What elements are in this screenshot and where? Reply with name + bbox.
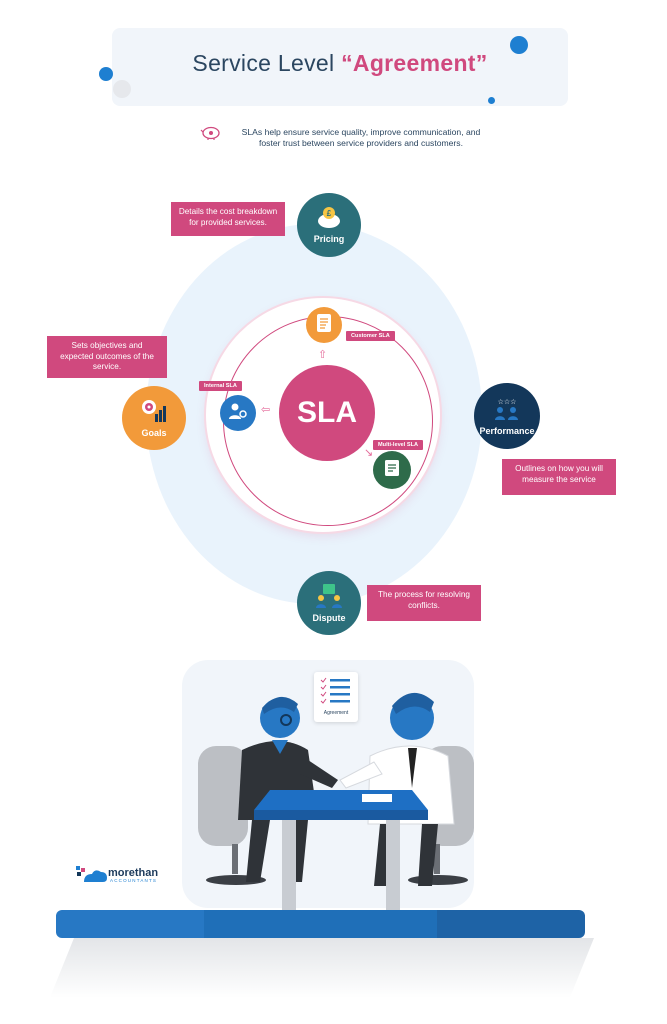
floor-shadow [49,938,595,998]
piggy-bank-pound-icon: £ [314,206,344,234]
decor-dot [488,97,495,104]
arrow-up-icon: ⇧ [318,349,328,361]
pricing-node: £ Pricing [297,193,361,257]
title-keyword: Agreement [352,50,476,76]
people-dispute-icon [314,583,344,613]
multi-level-sla-label: Multi-level SLA [373,440,424,450]
decor-dot [99,67,113,81]
logo-icon [74,864,108,891]
intro-text: SLAs help ensure service quality, improv… [241,127,481,148]
decor-dot [510,36,528,54]
arrow-left-icon: ⇦ [261,404,271,416]
dispute-node: Dispute [297,571,361,635]
goals-label: Goals [141,428,167,438]
dispute-label: Dispute [312,613,346,623]
customer-sla-label: Customer SLA [346,331,395,341]
checklist-icon [382,458,402,483]
checklist-icon [320,677,350,704]
decor-dot [113,80,131,98]
team-gear-icon [227,401,249,426]
goals-description: Sets objectives and expected outcomes of… [47,336,167,378]
goals-node: Goals [122,386,186,450]
dispute-description: The process for resolving conflicts. [367,585,481,621]
agreement-label: Agreement [323,710,349,716]
sla-center: SLA [279,365,375,461]
pricing-label: Pricing [313,234,345,244]
piggy-bank-icon [200,125,222,141]
performance-node: ☆☆☆ Performance [474,383,540,449]
multi-level-sla-node [373,451,411,489]
document-icon [315,313,333,338]
internal-sla-node [220,395,256,431]
title-quote-close: ” [475,50,488,76]
internal-sla-label: Internal SLA [199,381,242,391]
logo-subtitle: ACCOUNTANTS [110,878,158,883]
meeting-table [254,790,428,912]
pricing-description: Details the cost breakdown for provided … [171,202,285,236]
rating-team-icon: ☆☆☆ [492,396,522,426]
title-banner [112,28,568,106]
performance-label: Performance [479,426,535,436]
target-chart-icon [139,398,169,428]
floor-bar [56,910,585,938]
svg-text:£: £ [327,209,332,218]
page-title: Service Level “Agreement” [192,50,488,76]
svg-text:☆☆☆: ☆☆☆ [498,398,517,406]
performance-description: Outlines on how you will measure the ser… [502,459,616,495]
arrow-down-right-icon: ↘ [364,447,374,459]
agreement-document: Agreement [314,672,358,722]
title-quote-open: “ [341,50,353,76]
logo-name: morethan [108,867,159,879]
customer-sla-node [306,307,342,343]
